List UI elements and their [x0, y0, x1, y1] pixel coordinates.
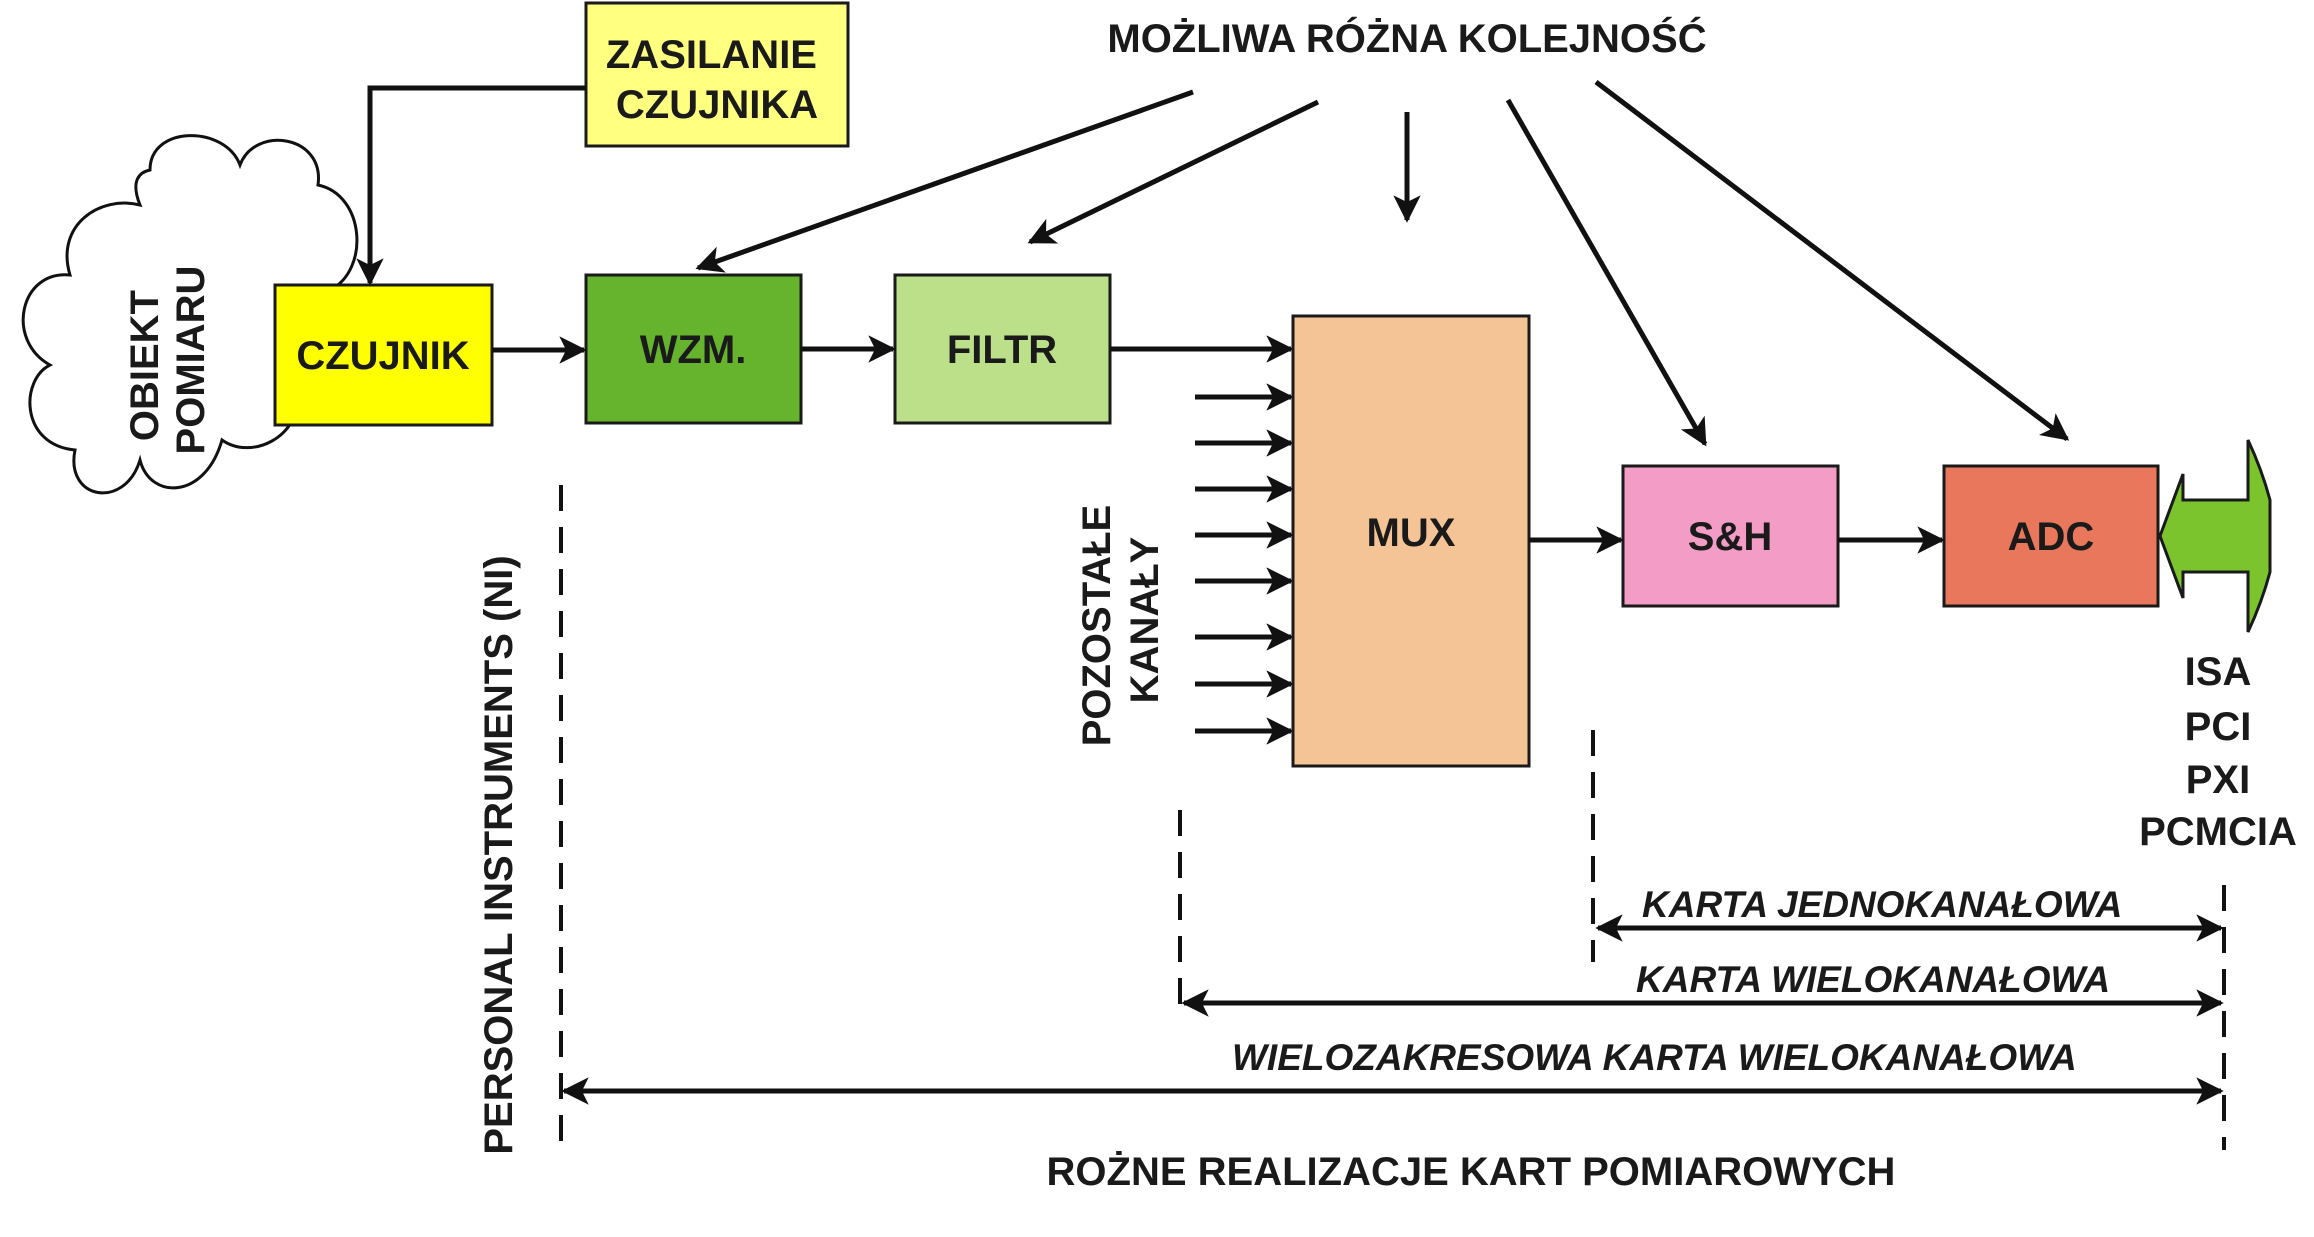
bus-pxi: PXI — [2186, 758, 2250, 802]
order-arrow-to-wzm — [695, 89, 1194, 273]
mozliwa-kolejnosc-label: MOŻLIWA RÓŻNA KOLEJNOŚĆ — [1107, 15, 1706, 61]
sh-box — [1621, 464, 1840, 608]
rozne-realizacje-label: ROŻNE REALIZACJE KART POMIAROWYCH — [1047, 1150, 1896, 1194]
order-arrow-to-sh — [1505, 98, 1708, 447]
filtr-label: FILTR — [947, 328, 1057, 372]
kolejnosc-arrows — [695, 80, 2070, 447]
pozostale-kanaly-label: POZOSTAŁE KANAŁY — [1075, 494, 1167, 747]
obiekt-line-1: OBIEKT — [123, 290, 167, 441]
pozostale-kanaly-arrows — [1195, 383, 1294, 745]
zasilanie-line-1: ZASILANIE — [606, 33, 817, 77]
filtr-box — [893, 273, 1112, 425]
obiekt-pomiaru-label: OBIEKT POMIARU — [123, 266, 213, 455]
karta-jednokanalowa-label: KARTA JEDNOKANAŁOWA — [1642, 884, 2122, 925]
bus-pci: PCI — [2185, 705, 2252, 749]
sh-label: S&H — [1688, 515, 1772, 559]
bus-double-arrow-shape — [2158, 439, 2272, 633]
mux-box — [1291, 314, 1531, 768]
order-arrow-to-adc — [1594, 80, 2070, 441]
obiekt-line-2: POMIARU — [169, 266, 213, 455]
zasilanie-to-czujnik-arrow — [356, 85, 586, 286]
personal-instruments-label: PERSONAL INSTRUMENTS (NI) — [477, 555, 521, 1154]
order-arrow-to-filtr — [1027, 99, 1320, 245]
czujnik-label: CZUJNIK — [296, 334, 469, 378]
adc-label: ADC — [2008, 515, 2095, 559]
czujnik-block: CZUJNIK — [273, 283, 494, 427]
zasilanie-czujnika-block: ZASILANIE CZUJNIKA — [584, 1, 850, 148]
adc-box — [1942, 464, 2160, 608]
pozostale-line-1: POZOSTAŁE — [1075, 505, 1119, 746]
filtr-block: FILTR — [893, 273, 1112, 425]
wzm-box — [584, 273, 803, 425]
adc-block: ADC — [1942, 464, 2160, 608]
karta-wielokanalowa-label: KARTA WIELOKANAŁOWA — [1636, 959, 2110, 1000]
mux-block: MUX — [1291, 314, 1531, 768]
zasilanie-box — [584, 1, 850, 148]
wielozakresowa-label: WIELOZAKRESOWA KARTA WIELOKANAŁOWA — [1232, 1037, 2077, 1078]
zasilanie-line-2: CZUJNIKA — [616, 83, 818, 127]
wzm-block: WZM. — [584, 273, 803, 425]
bus-isa: ISA — [2185, 650, 2252, 694]
bus-pcmcia: PCMCIA — [2139, 810, 2297, 854]
zasilanie-label: ZASILANIE CZUJNIKA — [606, 33, 828, 127]
wzm-label: WZM. — [640, 328, 747, 372]
mux-label: MUX — [1367, 511, 1456, 555]
sh-block: S&H — [1621, 464, 1840, 608]
bus-list: ISA PCI PXI PCMCIA — [2139, 650, 2297, 854]
pozostale-line-2: KANAŁY — [1123, 536, 1167, 703]
